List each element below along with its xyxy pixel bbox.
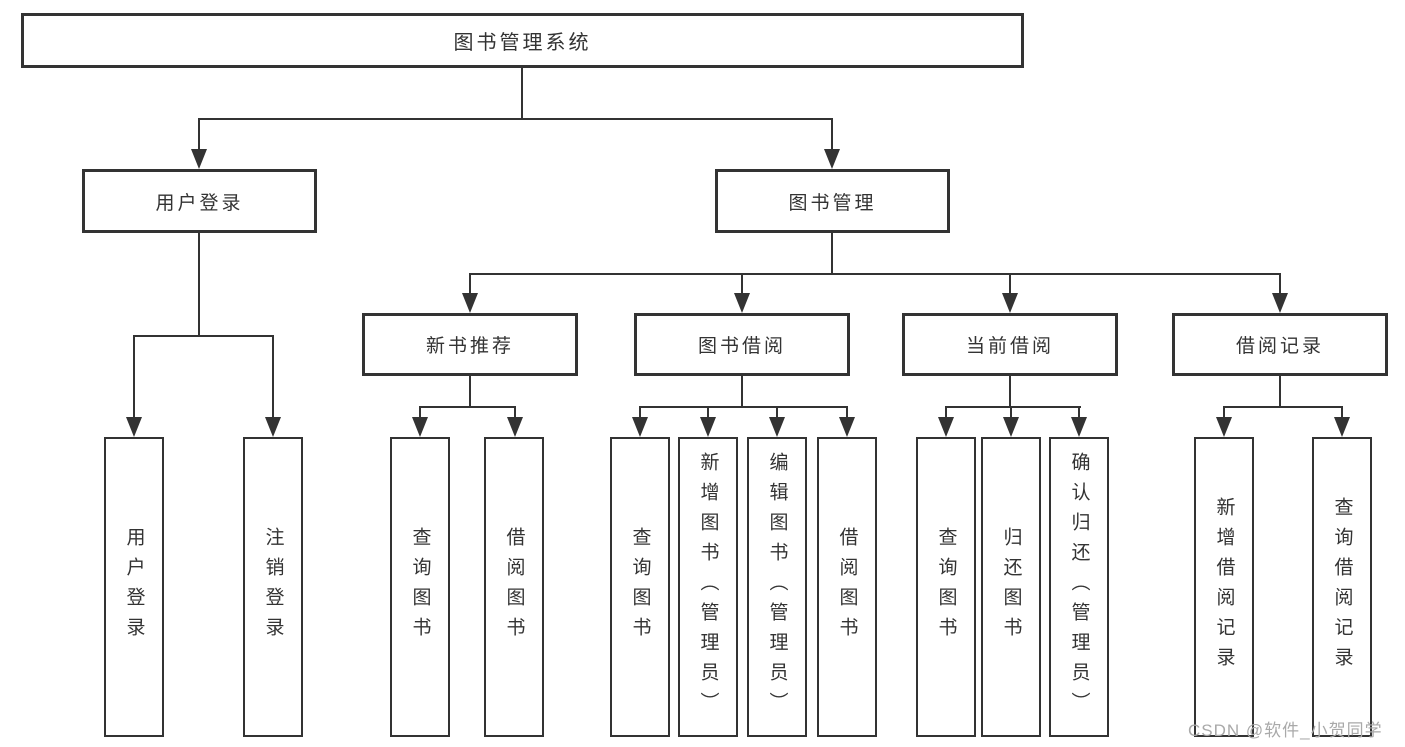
leaf-user-login: 用户登录 [104,437,164,737]
leaf-borrow-books: 借阅图书 [817,437,877,737]
connector-current-borrow-hline [945,406,1081,408]
connector-drop [514,406,516,420]
arrow-down-icon [1334,417,1350,437]
connector-drop-current-borrow [1009,273,1011,295]
arrow-down-icon [700,417,716,437]
connector-drop [776,406,778,420]
arrow-down-icon [412,417,428,437]
leaf-borrow-books-recommend: 借阅图书 [484,437,544,737]
connector-user-login-stem [198,233,200,337]
arrow-down-icon [632,417,648,437]
arrow-down-icon [1272,293,1288,313]
arrow-down-icon [938,417,954,437]
connector-drop [419,406,421,420]
connector-borrow-records-hline [1223,406,1343,408]
arrow-down-icon [265,417,281,437]
leaf-logout: 注销登录 [243,437,303,737]
leaf-query-borrow-record: 查询借阅记录 [1312,437,1372,737]
connector-drop [846,406,848,420]
connector-book-borrow-stem [741,376,743,408]
connector-user-login-hline [133,335,274,337]
arrow-down-icon [1071,417,1087,437]
arrow-down-icon [1002,293,1018,313]
connector-drop-book-borrow [741,273,743,295]
arrow-down-icon [507,417,523,437]
connector-current-borrow-stem [1009,376,1011,408]
arrow-down-icon [824,149,840,169]
connector-level2-hline [198,118,833,120]
node-borrow-records: 借阅记录 [1172,313,1388,376]
leaf-query-books-current: 查询图书 [916,437,976,737]
connector-drop [1341,406,1343,420]
connector-drop-user-login [198,118,200,152]
connector-drop [707,406,709,420]
connector-drop-new-book [469,273,471,295]
connector-new-book-stem [469,376,471,408]
connector-book-management-stem [831,233,833,275]
connector-drop [945,406,947,420]
leaf-edit-book-admin: 编辑图书（管理员） [747,437,807,737]
leaf-add-borrow-record: 新增借阅记录 [1194,437,1254,737]
arrow-down-icon [1003,417,1019,437]
connector-new-book-hline [419,406,516,408]
connector-borrow-records-stem [1279,376,1281,408]
arrow-down-icon [734,293,750,313]
arrow-down-icon [769,417,785,437]
connector-drop [1223,406,1225,420]
connector-drop-leaf-logout [272,335,274,419]
connector-book-borrow-hline [639,406,848,408]
leaf-return-book: 归还图书 [981,437,1041,737]
connector-drop-leaf-user-login [133,335,135,419]
leaf-add-book-admin: 新增图书（管理员） [678,437,738,737]
node-current-borrow: 当前借阅 [902,313,1118,376]
node-user-login: 用户登录 [82,169,317,233]
connector-drop [1078,406,1080,420]
arrow-down-icon [1216,417,1232,437]
connector-root-stem [521,68,523,120]
connector-drop-borrow-records [1279,273,1281,295]
leaf-query-books-recommend: 查询图书 [390,437,450,737]
arrow-down-icon [839,417,855,437]
connector-drop [639,406,641,420]
leaf-query-books-borrow: 查询图书 [610,437,670,737]
leaf-confirm-return-admin: 确认归还（管理员） [1049,437,1109,737]
arrow-down-icon [126,417,142,437]
connector-drop [1010,406,1012,420]
node-root: 图书管理系统 [21,13,1024,68]
arrow-down-icon [462,293,478,313]
node-book-borrow: 图书借阅 [634,313,850,376]
connector-drop-book-management [831,118,833,152]
arrow-down-icon [191,149,207,169]
csdn-watermark: CSDN @软件_小贺同学 [1188,721,1383,740]
node-book-management: 图书管理 [715,169,950,233]
connector-level3-hline [469,273,1281,275]
node-new-book-recommend: 新书推荐 [362,313,578,376]
